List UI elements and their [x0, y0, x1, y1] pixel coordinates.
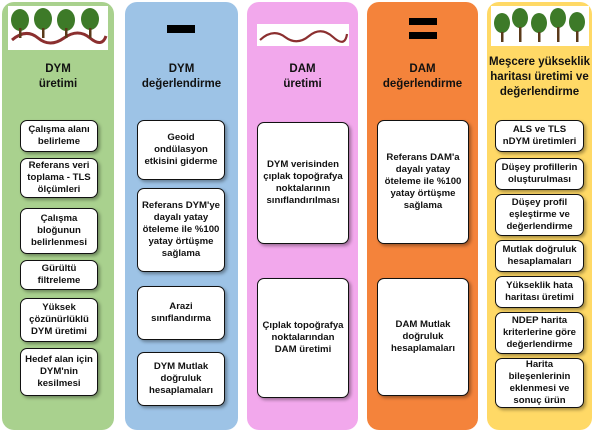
step-als-tls: ALS ve TLS nDYM üretimleri — [495, 120, 584, 152]
step-referans-dam: Referans DAM'a dayalı yatay öteleme ile … — [377, 120, 469, 244]
step-yuksek-cozunurluklu: Yüksek çözünürlüklü DYM üretimi — [20, 298, 98, 342]
column-title: DAM üretimi — [283, 63, 322, 90]
step-geoid: Geoid ondülasyon etkisini giderme — [137, 120, 225, 180]
column-title: Meşcere yükseklik haritası üretimi ve de… — [488, 56, 591, 98]
step-ciplak-topografya: Çıplak topoğrafya noktalarından DAM üret… — [257, 278, 349, 398]
step-dym-verisinden: DYM verisinden çıplak topoğrafya noktala… — [257, 122, 349, 244]
tree-row-icon — [491, 6, 589, 46]
step-dam-mutlak: DAM Mutlak doğruluk hesaplamaları — [377, 278, 469, 396]
terrain-wave-icon — [257, 24, 349, 46]
step-calisma-blogu: Çalışma bloğunun belirlenmesi — [20, 208, 98, 254]
step-hedef-alan: Hedef alan için DYM'nin kesilmesi — [20, 348, 98, 396]
step-calisma-alani: Çalışma alanı belirleme — [20, 120, 98, 152]
step-dusey-profillerin: Düşey profillerin oluşturulması — [495, 158, 584, 190]
column-dam-uretimi: DAM üretimi DYM verisinden çıplak topoğr… — [247, 2, 358, 430]
step-dym-mutlak: DYM Mutlak doğruluk hesaplamaları — [137, 352, 225, 406]
tree-row-icon — [8, 6, 108, 50]
column-title: DAM değerlendirme — [382, 63, 463, 90]
step-referans-dym: Referans DYM'ye dayalı yatay öteleme ile… — [137, 188, 225, 272]
step-yukseklik-hata: Yükseklik hata haritası üretimi — [495, 276, 584, 308]
minus-sign — [167, 25, 195, 33]
column-dym-degerlendirme: DYM değerlendirme Geoid ondülasyon etkis… — [125, 2, 238, 430]
column-dam-degerlendirme: DAM değerlendirme Referans DAM'a dayalı … — [367, 2, 478, 430]
column-title: DYM değerlendirme — [141, 63, 222, 90]
step-referans-veri: Referans veri toplama - TLS ölçümleri — [20, 158, 98, 198]
step-gurultu-filtreleme: Gürültü filtreleme — [20, 260, 98, 290]
column-dym-uretimi: DYM üretimi Çalışma alanı belirleme Refe… — [2, 2, 114, 430]
step-dusey-profil-eslestirme: Düşey profil eşleştirme ve değerlendirme — [495, 194, 584, 236]
step-ndep: NDEP harita kriterlerine göre değerlendi… — [495, 312, 584, 354]
step-harita-bilesenleri: Harita bileşenlerinin eklenmesi ve sonuç… — [495, 358, 584, 408]
column-mescere: Meşcere yükseklik haritası üretimi ve de… — [487, 2, 592, 430]
step-arazi-siniflandirma: Arazi sınıflandırma — [137, 286, 225, 340]
equals-sign — [409, 18, 437, 40]
step-mutlak-dogruluk: Mutlak doğruluk hesaplamaları — [495, 240, 584, 272]
column-title: DYM üretimi — [38, 63, 78, 90]
